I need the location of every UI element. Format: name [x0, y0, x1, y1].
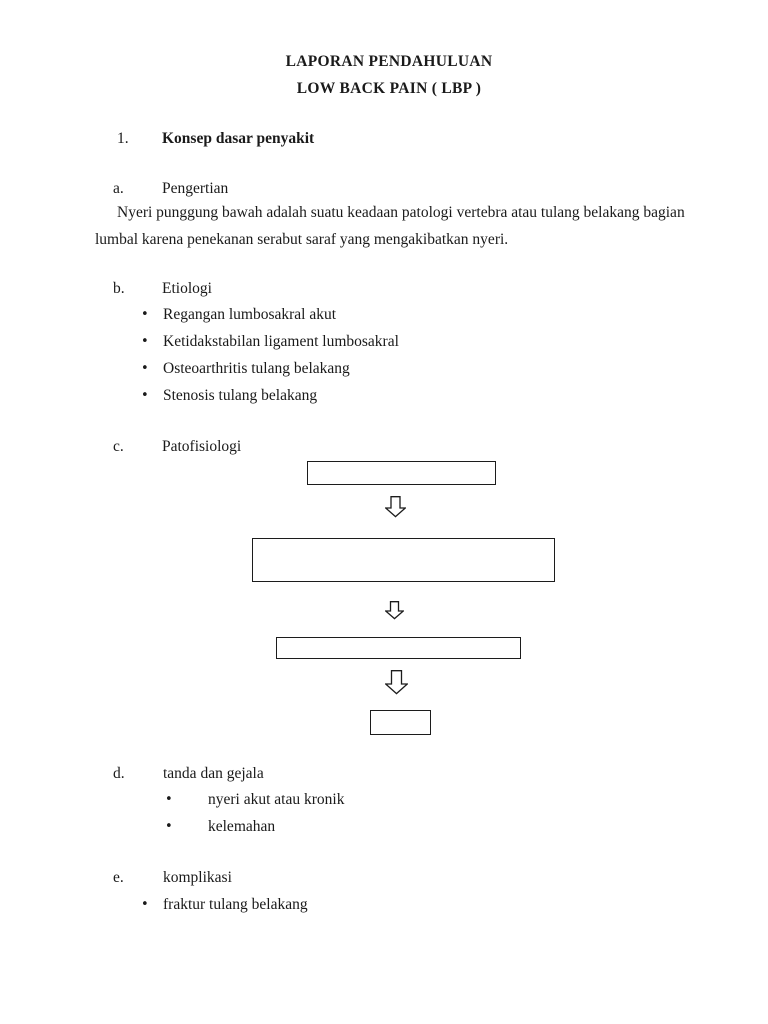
subsection-title: Pengertian — [162, 180, 229, 197]
subsection-title: komplikasi — [163, 869, 232, 886]
subsection-title: Etiologi — [162, 280, 212, 297]
list-item: • nyeri akut atau kronik — [0, 786, 768, 813]
subsection-letter: c. — [113, 438, 124, 455]
list-item-text: kelemahan — [208, 818, 276, 835]
list-item-text: Regangan lumbosakral akut — [163, 306, 337, 323]
subsection-letter: b. — [113, 280, 125, 297]
down-arrow-icon — [385, 496, 406, 518]
list-item-text: Stenosis tulang belakang — [163, 387, 318, 404]
subsection-komplikasi-heading: e. komplikasi — [0, 864, 768, 891]
subsection-title: Patofisiologi — [162, 438, 242, 455]
section-heading-konsep: 1. Konsep dasar penyakit — [0, 125, 768, 152]
subsection-pengertian-heading: a. Pengertian — [0, 175, 768, 202]
list-item-text: Osteoarthritis tulang belakang — [163, 360, 350, 377]
list-item: • Stenosis tulang belakang — [0, 382, 768, 409]
list-item: • Regangan lumbosakral akut — [0, 301, 768, 328]
flowchart-box-4 — [370, 710, 431, 735]
bullet-icon: • — [141, 307, 149, 322]
list-item-text: nyeri akut atau kronik — [208, 791, 345, 808]
subsection-title: tanda dan gejala — [163, 765, 264, 782]
subsection-etiologi-heading: b. Etiologi — [0, 275, 768, 302]
subsection-tanda-gejala-heading: d. tanda dan gejala — [0, 760, 768, 787]
list-item: • fraktur tulang belakang — [0, 891, 768, 918]
subsection-letter: d. — [113, 765, 125, 782]
section-number: 1. — [117, 130, 129, 147]
list-item: • Osteoarthritis tulang belakang — [0, 355, 768, 382]
bullet-icon: • — [141, 361, 149, 376]
pengertian-paragraph-line-2: lumbal karena penekanan serabut saraf ya… — [95, 231, 509, 248]
bullet-icon: • — [141, 334, 149, 349]
list-item: • Ketidakstabilan ligament lumbosakral — [0, 328, 768, 355]
page-title-line-1: LAPORAN PENDAHULUAN — [285, 53, 493, 70]
down-arrow-icon — [385, 670, 408, 695]
list-item-text: Ketidakstabilan ligament lumbosakral — [163, 333, 399, 350]
section-heading-label: Konsep dasar penyakit — [162, 130, 315, 147]
subsection-letter: a. — [113, 180, 124, 197]
page-title-line-2: LOW BACK PAIN ( LBP ) — [296, 80, 482, 97]
flowchart-box-2 — [252, 538, 555, 582]
bullet-icon: • — [141, 388, 149, 403]
down-arrow-icon — [385, 601, 404, 620]
flowchart-box-3 — [276, 637, 521, 659]
subsection-patofisiologi-heading: c. Patofisiologi — [0, 433, 768, 460]
bullet-icon: • — [141, 897, 149, 912]
subsection-letter: e. — [113, 869, 124, 886]
bullet-icon: • — [165, 819, 173, 834]
bullet-icon: • — [165, 792, 173, 807]
list-item-text: fraktur tulang belakang — [163, 896, 308, 913]
pengertian-paragraph-line-1: Nyeri punggung bawah adalah suatu keadaa… — [117, 204, 685, 221]
list-item: • kelemahan — [0, 813, 768, 840]
flowchart-box-1 — [307, 461, 496, 485]
